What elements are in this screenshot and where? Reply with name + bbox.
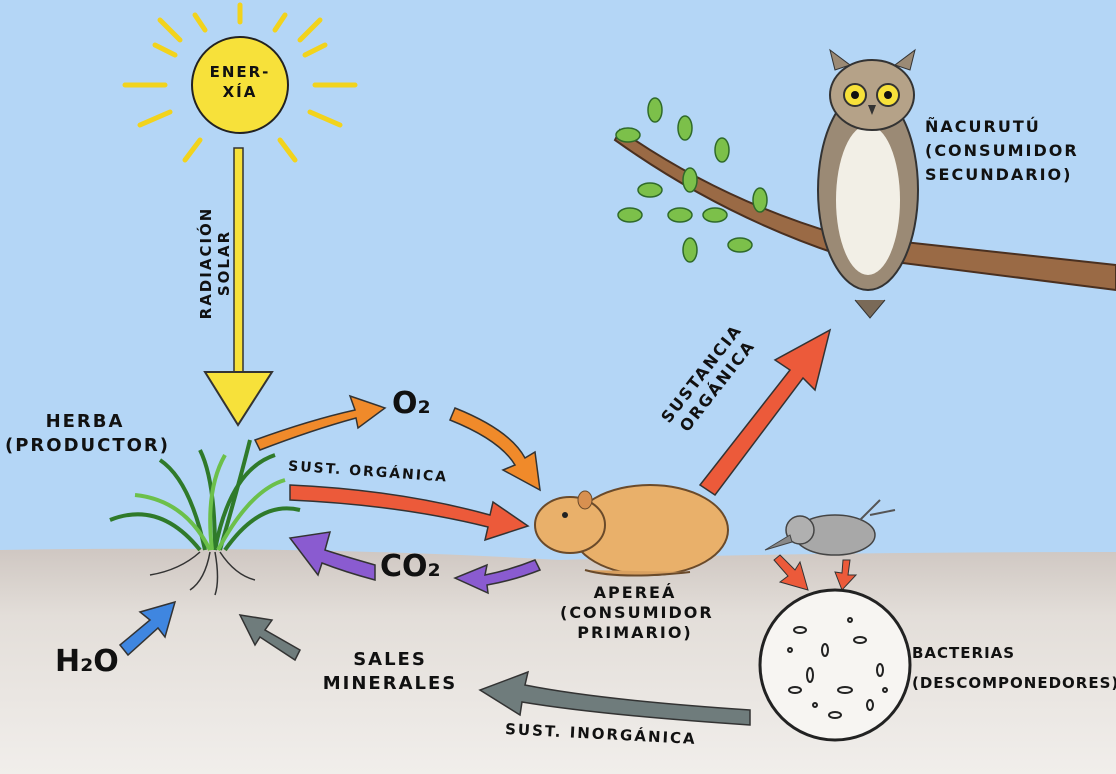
secondary-consumer-label: ÑACURUTÚ (CONSUMIDOR SECUNDARIO)	[925, 115, 1079, 187]
grass-icon	[109, 439, 301, 552]
radiation-line1: RADIACIÓN	[197, 206, 215, 320]
primary-consumer-role2: PRIMARIO)	[577, 623, 693, 642]
sun	[122, 2, 358, 163]
decomposers-role: (DESCOMPONEDORES)	[912, 674, 1116, 692]
water-arrow	[118, 600, 177, 657]
organic-matter-arrow	[289, 484, 530, 542]
radiation-line2: SOLAR	[215, 229, 233, 297]
minerals-line1: SALES	[353, 649, 427, 670]
decomposition-arrows	[773, 554, 858, 591]
secondary-consumer-role1: (CONSUMIDOR	[925, 141, 1079, 160]
water-label: H₂O	[55, 644, 119, 679]
sun-label-line2: XÍA	[222, 83, 258, 101]
dead-bird-icon	[764, 499, 896, 556]
minerals-label: SALES MINERALES	[320, 648, 460, 696]
guinea-pig-icon	[534, 484, 729, 577]
roots-icon	[149, 551, 256, 596]
primary-consumer-label: APEREÁ (CONSUMIDOR PRIMARIO)	[560, 583, 714, 643]
oxygen-label: O₂	[392, 386, 431, 421]
co2-arrows	[288, 531, 542, 595]
secondary-consumer-role2: SECUNDARIO)	[925, 165, 1073, 184]
decomposers-name: BACTERIAS	[912, 644, 1016, 662]
sun-label: ENER- XÍA	[200, 62, 280, 102]
decomposers-label: BACTERIAS (DESCOMPONEDORES)	[912, 638, 1116, 698]
solar-radiation-arrow	[203, 147, 274, 427]
solar-radiation-label: RADIACIÓN SOLAR	[197, 163, 233, 363]
owl-icon	[817, 48, 919, 319]
primary-consumer-role1: (CONSUMIDOR	[560, 603, 714, 622]
producer-name: HERBA	[45, 411, 125, 432]
bacteria-icon	[758, 588, 912, 742]
primary-consumer-name: APEREÁ	[593, 583, 677, 602]
organic-to-owl-arrow	[698, 328, 832, 497]
mineral-arrows	[238, 614, 751, 726]
secondary-consumer-name: ÑACURUTÚ	[925, 117, 1041, 136]
oxygen-arrows	[253, 394, 541, 492]
sun-label-line1: ENER-	[209, 63, 271, 81]
minerals-line2: MINERALES	[322, 673, 458, 694]
co2-label: CO₂	[380, 549, 441, 584]
producer-label: HERBA (PRODUCTOR)	[5, 410, 171, 458]
producer-role: (PRODUCTOR)	[5, 435, 171, 456]
